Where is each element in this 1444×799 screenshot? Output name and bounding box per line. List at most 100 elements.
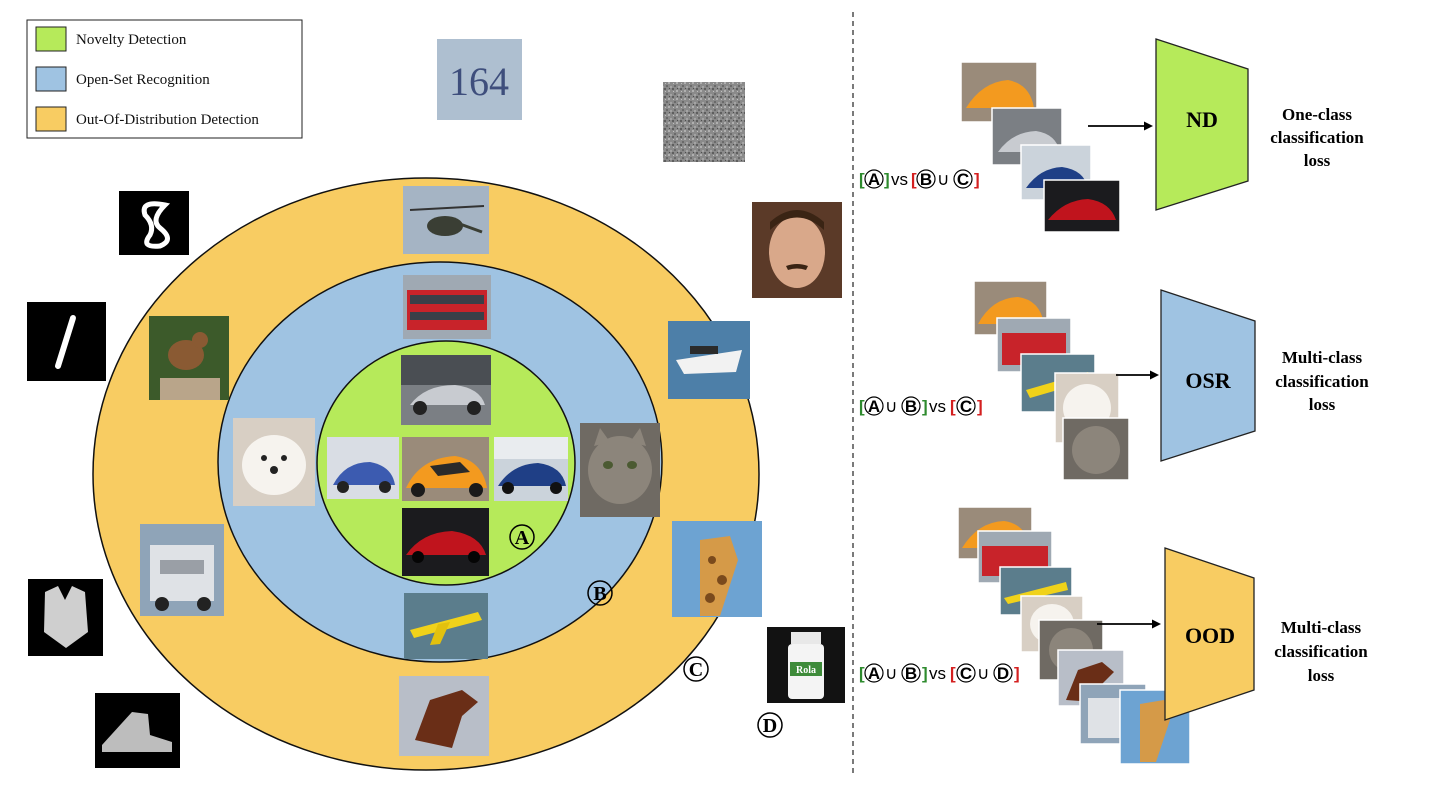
blue-roadster-image xyxy=(327,437,399,499)
legend-item-osr: Open-Set Recognition xyxy=(35,66,210,92)
svg-text:D: D xyxy=(997,664,1009,683)
svg-text:]: ] xyxy=(977,397,983,416)
truck-image xyxy=(140,524,224,616)
nd-loss-line-3: loss xyxy=(1304,151,1331,170)
legend-swatch-novelty xyxy=(35,26,67,52)
legend: Novelty Detection Open-Set Recognition O… xyxy=(26,19,303,139)
svg-text:D: D xyxy=(763,715,777,737)
osr-formula: [ A ∪ B ] vs [ C ] xyxy=(859,396,983,416)
svg-text:[: [ xyxy=(950,664,956,683)
nd-loss-line-2: classification xyxy=(1270,128,1364,147)
orange-lamborghini-image xyxy=(402,437,489,501)
ood-stack-plane xyxy=(999,566,1073,616)
svg-text:C: C xyxy=(960,664,972,683)
inner-images xyxy=(327,355,568,576)
fashion-sneaker-image xyxy=(95,693,180,768)
middle-images xyxy=(233,275,660,659)
mnist-eight-image xyxy=(119,191,189,255)
svg-text:vs: vs xyxy=(929,397,946,416)
svg-text:C: C xyxy=(957,170,969,189)
svg-text:C: C xyxy=(960,397,972,416)
fashion-shirt-image xyxy=(28,579,103,656)
svg-text:[: [ xyxy=(911,170,917,189)
osr-arrow-head xyxy=(1150,370,1159,380)
label-a: A xyxy=(509,524,535,550)
svg-text:B: B xyxy=(593,583,606,605)
dog-image xyxy=(233,418,315,506)
svg-text:A: A xyxy=(868,397,880,416)
osr-loss-line-1: Multi-class xyxy=(1282,348,1363,367)
osr-loss-line-2: classification xyxy=(1275,372,1369,391)
yellow-plane-image xyxy=(404,593,488,659)
nd-image-stack xyxy=(960,61,1121,233)
nd-arrow-head xyxy=(1144,121,1153,131)
cat-image xyxy=(580,423,660,517)
svg-text:B: B xyxy=(905,664,917,683)
svg-text:B: B xyxy=(905,397,917,416)
ood-loss-line-2: classification xyxy=(1274,642,1368,661)
silver-car-image xyxy=(401,355,491,425)
legend-label-novelty: Novelty Detection xyxy=(76,32,187,48)
svg-text:vs: vs xyxy=(891,170,908,189)
svg-text:∪: ∪ xyxy=(937,170,949,189)
osr-head-label: OSR xyxy=(1185,368,1231,393)
legend-swatch-ood xyxy=(35,106,67,132)
blue-sportscar-image xyxy=(494,437,568,501)
osr-loss-line-3: loss xyxy=(1309,395,1336,414)
ood-loss-line-3: loss xyxy=(1308,666,1335,685)
svg-text:A: A xyxy=(868,170,880,189)
label-d: D xyxy=(757,712,783,738)
label-b: B xyxy=(587,580,613,606)
legend-item-novelty: Novelty Detection xyxy=(35,26,187,52)
svg-text:∪: ∪ xyxy=(885,397,897,416)
nd-loss-line-1: One-class xyxy=(1282,105,1352,124)
ood-formula: [ A ∪ B ] vs [ C ∪ D ] xyxy=(859,663,1020,683)
ood-image-stack xyxy=(957,506,1191,765)
nested-circles xyxy=(92,177,760,771)
svg-text:[: [ xyxy=(859,170,865,189)
ood-loss-line-1: Multi-class xyxy=(1281,618,1362,637)
nd-stack-red-car xyxy=(1043,179,1121,233)
ood-trapezoid xyxy=(1164,547,1255,721)
bottle-image: Rola xyxy=(767,627,845,703)
label-c: C xyxy=(683,656,709,682)
svg-text:]: ] xyxy=(922,397,928,416)
outer-images xyxy=(140,186,762,756)
ood-head-label: OOD xyxy=(1185,623,1235,648)
noise-image xyxy=(663,82,745,162)
horse-image xyxy=(399,676,489,756)
svg-text:∪: ∪ xyxy=(885,664,897,683)
svg-text:]: ] xyxy=(884,170,890,189)
svhn-digits-image: 164 xyxy=(437,39,522,120)
nd-formula: [ A ] vs [ B ∪ C ] xyxy=(859,169,980,189)
ood-arrow-head xyxy=(1152,619,1161,629)
svg-text:B: B xyxy=(920,170,932,189)
osr-image-stack xyxy=(973,280,1130,481)
red-car-image xyxy=(402,508,489,576)
circle-labels: A B C D xyxy=(509,524,783,738)
helicopter-image xyxy=(403,186,489,254)
outside-images: 164 Rola xyxy=(27,39,845,768)
mnist-one-image xyxy=(27,302,106,381)
svg-text:]: ] xyxy=(922,664,928,683)
svg-text:[: [ xyxy=(859,664,865,683)
nd-head-label: ND xyxy=(1186,107,1218,132)
legend-label-osr: Open-Set Recognition xyxy=(76,72,210,88)
svg-text:[: [ xyxy=(859,397,865,416)
svg-text:A: A xyxy=(515,527,530,549)
svg-text:∪: ∪ xyxy=(977,664,989,683)
svg-text:A: A xyxy=(868,664,880,683)
pipeline-nd: ND One-class classification loss [ A ] v… xyxy=(859,38,1364,233)
bird-image xyxy=(149,316,229,400)
svg-text:[: [ xyxy=(950,397,956,416)
svg-text:]: ] xyxy=(1014,664,1020,683)
boat-image xyxy=(668,321,750,399)
bottle-label-text: Rola xyxy=(796,665,816,676)
legend-label-ood: Out-Of-Distribution Detection xyxy=(76,112,259,128)
nd-trapezoid xyxy=(1155,38,1249,211)
svg-text:vs: vs xyxy=(929,664,946,683)
svg-text:C: C xyxy=(689,659,703,681)
pipeline-osr: OSR Multi-class classification loss [ A … xyxy=(859,280,1369,481)
face-image xyxy=(752,202,842,298)
